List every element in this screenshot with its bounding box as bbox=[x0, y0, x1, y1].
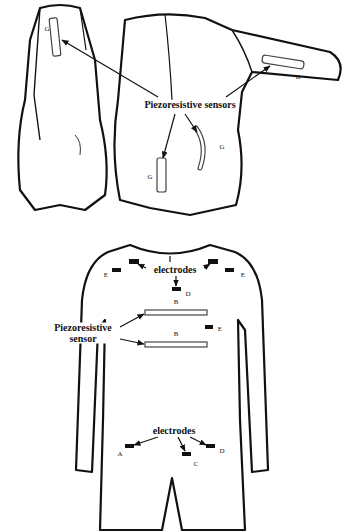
sleeve-sensor bbox=[49, 18, 61, 57]
suit-front-view bbox=[76, 245, 268, 530]
callout-letter: G bbox=[146, 174, 153, 181]
callout-label: electrodes bbox=[153, 265, 198, 276]
callout-letter: A bbox=[116, 451, 123, 458]
chest-sensors bbox=[145, 310, 207, 347]
callout-label: Piezoresistive sensor bbox=[46, 323, 120, 344]
seam-mark bbox=[75, 135, 80, 155]
leader-lines bbox=[62, 40, 270, 158]
shirt-side-view bbox=[18, 5, 106, 210]
callout-label: electrodes bbox=[152, 426, 197, 437]
callout-letter: D bbox=[218, 448, 225, 455]
callout-letter: C bbox=[193, 461, 200, 468]
callout-letter: B bbox=[295, 74, 302, 81]
callout-label: Piezoresistive sensors bbox=[143, 100, 236, 111]
callout-letter: E bbox=[240, 272, 246, 279]
callout-letter: E bbox=[217, 326, 223, 333]
callout-letter: D bbox=[184, 291, 191, 298]
back-sensor bbox=[196, 128, 203, 168]
leader-lines bbox=[120, 264, 210, 451]
callout-letter: B bbox=[173, 299, 180, 306]
shirt-arm-view bbox=[114, 14, 340, 215]
hip-sensor bbox=[157, 158, 166, 192]
callout-letter: G bbox=[43, 26, 50, 33]
electrode-pads bbox=[112, 259, 234, 456]
callout-letter: B bbox=[173, 331, 180, 338]
callout-letter: G bbox=[218, 144, 225, 151]
callout-letter: E bbox=[103, 272, 109, 279]
